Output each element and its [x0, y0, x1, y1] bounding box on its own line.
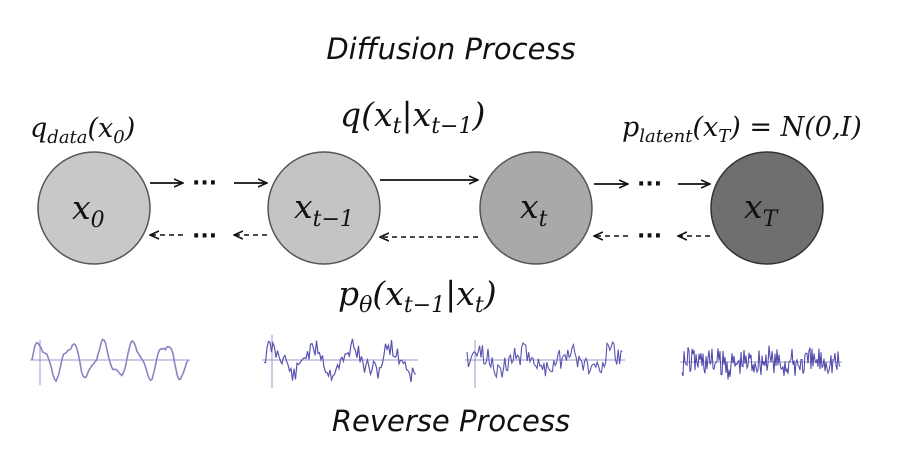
- svg-text:xt−1: xt−1: [294, 187, 354, 232]
- node-xt-minus-1: xt−1: [267, 151, 381, 265]
- reverse-ellipsis: ···: [637, 224, 662, 249]
- svg-text:xT: xT: [744, 187, 780, 232]
- forward-arrows: [150, 180, 710, 184]
- node-xT: xT: [710, 151, 824, 265]
- signal-thumbnails: [30, 335, 842, 388]
- node-x0: x0: [37, 151, 151, 265]
- node-xt: xt: [479, 151, 593, 265]
- forward-transition-label: q(xt|xt−1): [340, 95, 485, 139]
- forward-ellipsis: ···: [192, 171, 217, 196]
- data-distribution-label: qdata(x0): [30, 113, 135, 148]
- signal-pure-noise: [680, 345, 842, 380]
- reverse-ellipsis: ···: [192, 224, 217, 249]
- diffusion-process-title: Diffusion Process: [326, 32, 576, 66]
- signal-mid-noise: [465, 340, 625, 388]
- signal-clean: [30, 338, 190, 385]
- signal-low-noise: [262, 335, 418, 388]
- svg-text:xt: xt: [520, 187, 548, 232]
- reverse-arrows: [150, 235, 710, 237]
- reverse-process-title: Reverse Process: [331, 404, 571, 438]
- svg-text:x0: x0: [72, 188, 105, 233]
- forward-ellipsis: ···: [637, 172, 662, 197]
- latent-distribution-label: platent(xT) = N(0,I): [622, 112, 862, 147]
- reverse-transition-label: pθ(xt−1|xt): [338, 274, 497, 318]
